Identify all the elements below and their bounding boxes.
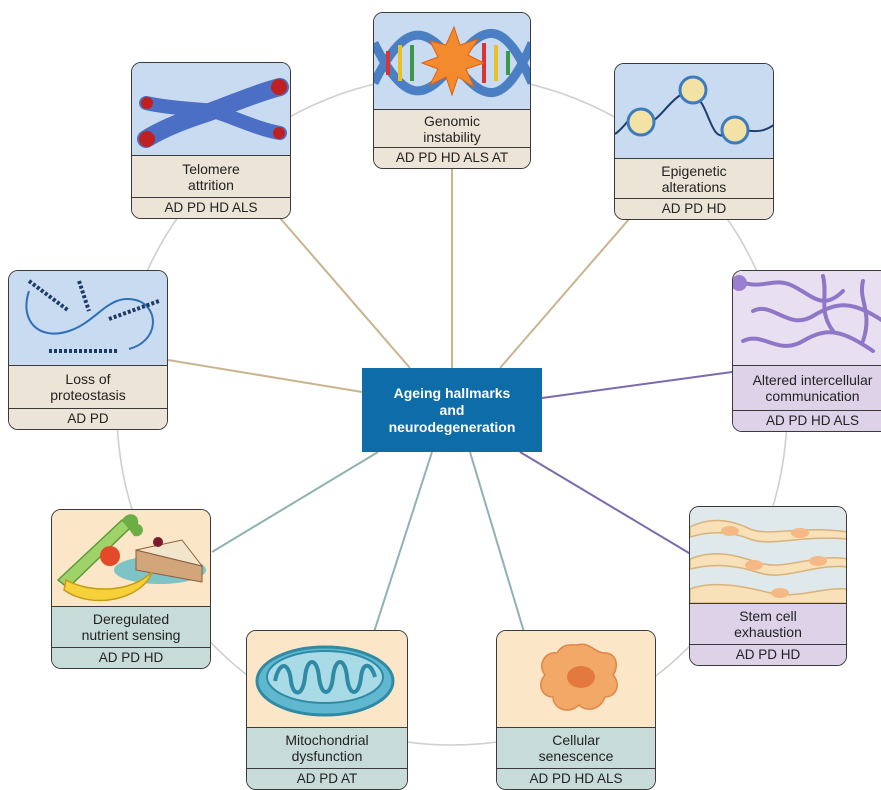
dna-illustration (374, 13, 530, 109)
connector-stemcell (519, 451, 705, 563)
center-title: Ageing hallmarks and neurodegeneration (388, 384, 516, 435)
disease-list: AD PD HD ALS (132, 197, 290, 218)
neuron-network-illustration (733, 271, 881, 365)
connector-proteostasis (167, 359, 363, 393)
card-mitochondrial-dysfunction: Mitochondrial dysfunction AD PD AT (246, 630, 408, 790)
card-epigenetic-alterations: Epigenetic alterations AD PD HD (614, 63, 774, 220)
disease-list: AD PD HD ALS AT (374, 147, 530, 168)
disease-list: AD PD HD (690, 644, 846, 665)
disease-list: AD PD AT (247, 768, 407, 789)
card-intercellular-communication: Altered intercellular communication AD P… (732, 270, 881, 432)
chromosome-illustration (132, 63, 290, 155)
hallmark-label: Loss of proteostasis (9, 365, 167, 408)
connector-telomere (279, 217, 411, 369)
hallmark-label: Altered intercellular communication (733, 365, 881, 410)
hallmark-label: Telomere attrition (132, 155, 290, 197)
hallmark-label: Genomic instability (374, 109, 530, 147)
disease-list: AD PD (9, 408, 167, 429)
center-title-box: Ageing hallmarks and neurodegeneration (362, 368, 542, 452)
card-genomic-instability: Genomic instability AD PD HD ALS AT (373, 12, 531, 169)
hallmark-label: Mitochondrial dysfunction (247, 727, 407, 768)
disease-list: AD PD HD (52, 647, 210, 668)
food-illustration (52, 510, 210, 606)
mitochondrion-illustration (247, 631, 407, 727)
card-nutrient-sensing: Deregulated nutrient sensing AD PD HD (51, 509, 211, 669)
hallmark-label: Epigenetic alterations (615, 158, 773, 198)
hallmark-label: Deregulated nutrient sensing (52, 606, 210, 647)
connector-senescence (469, 451, 525, 633)
senescent-cell-illustration (497, 631, 655, 727)
nucleosome-illustration (615, 64, 773, 158)
hallmark-label: Cellular senescence (497, 727, 655, 768)
connector-mitochondrial (373, 451, 433, 633)
damage-burst-icon (420, 25, 486, 97)
connector-nutrient (211, 451, 379, 553)
stem-cell-illustration (690, 507, 846, 603)
connector-epigenetic (499, 217, 631, 369)
card-telomere-attrition: Telomere attrition AD PD HD ALS (131, 62, 291, 219)
protein-illustration (9, 271, 167, 365)
card-cellular-senescence: Cellular senescence AD PD HD ALS (496, 630, 656, 790)
card-stem-cell-exhaustion: Stem cell exhaustion AD PD HD (689, 506, 847, 666)
disease-list: AD PD HD ALS (497, 768, 655, 789)
connector-intercellular (541, 371, 733, 399)
card-loss-of-proteostasis: Loss of proteostasis AD PD (8, 270, 168, 430)
hallmark-label: Stem cell exhaustion (690, 603, 846, 644)
disease-list: AD PD HD ALS (733, 410, 881, 431)
disease-list: AD PD HD (615, 198, 773, 219)
